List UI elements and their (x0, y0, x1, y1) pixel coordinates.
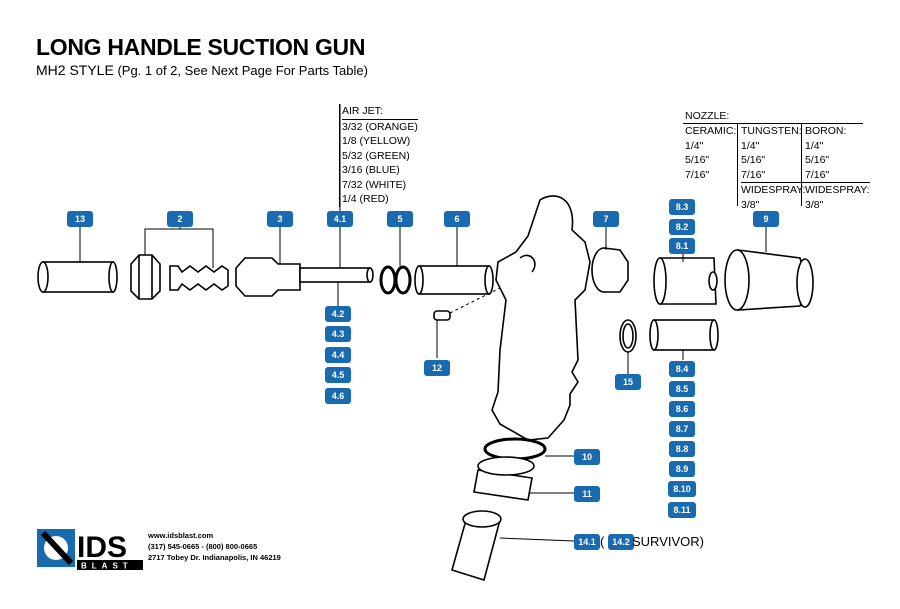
part-6-sleeve (414, 265, 494, 295)
callout-4-1[interactable]: 4.1 (327, 211, 353, 227)
callout-8-10[interactable]: 8.10 (668, 481, 696, 497)
callout-8-3[interactable]: 8.3 (669, 199, 695, 215)
air-jet-size: 5/32 (GREEN) (342, 149, 410, 162)
nozzle-tungsten-column: TUNGSTEN: 1/4" 5/16" 7/16" WIDESPRAY: 3/… (741, 124, 806, 212)
callout-4-6[interactable]: 4.6 (325, 388, 351, 404)
subtitle-style: MH2 STYLE (36, 62, 114, 78)
air-jet-size: 1/4 (RED) (342, 193, 389, 205)
callout-9[interactable]: 9 (753, 211, 779, 227)
callout-3[interactable]: 3 (267, 211, 293, 227)
nozzle-table-rule (683, 123, 863, 124)
contact-web[interactable]: www.idsblast.com (148, 531, 214, 540)
contact-address: 2717 Tobey Dr. Indianapolis, IN 46219 (148, 553, 281, 562)
contact-phone: (317) 545-0665 - (800) 800-0665 (148, 542, 258, 551)
part-15-ring (619, 319, 637, 353)
nozzle-boron-column: BORON: 1/4" 5/16" 7/16" WIDESPRAY: 3/8" (805, 124, 870, 212)
part-12-pin (433, 310, 451, 321)
part-11-cap (473, 456, 535, 501)
ceramic-header: CERAMIC: (685, 125, 737, 137)
callout-8-6[interactable]: 8.6 (669, 401, 695, 417)
part-14-tube (451, 510, 502, 582)
nozzle-col-divider (801, 124, 802, 206)
nozzle-col-divider (737, 124, 738, 206)
callout-15[interactable]: 15 (615, 374, 641, 390)
callout-4-4[interactable]: 4.4 (325, 347, 351, 363)
part-4-1-air-jet (299, 267, 374, 283)
page-title: LONG HANDLE SUCTION GUN (36, 34, 366, 60)
logo-blast-text: BLAST (81, 562, 133, 571)
callout-8-4[interactable]: 8.4 (669, 361, 695, 377)
leader-lines (79, 104, 767, 542)
callout-11[interactable]: 11 (574, 486, 600, 502)
logo-ids-text: IDS (77, 531, 127, 564)
air-jet-size: 7/32 (WHITE) (342, 178, 407, 191)
air-jet-size: 1/8 (YELLOW) (342, 135, 411, 147)
air-jet-list: AIR JET: 3/32 (ORANGE) 1/8 (YELLOW) 5/32… (339, 104, 418, 207)
ceramic-size: 1/4" (685, 139, 704, 152)
ceramic-size: 5/16" (685, 154, 710, 166)
tungsten-header: TUNGSTEN: (741, 125, 802, 137)
air-jet-size: 3/32 (ORANGE) (342, 120, 418, 133)
boron-widespray-header: WIDESPRAY: (805, 182, 870, 196)
callout-8-8[interactable]: 8.8 (669, 441, 695, 457)
tungsten-size: 7/16" (741, 168, 766, 181)
tungsten-widespray: 3/8" (741, 198, 760, 211)
nozzle-header: NOZZLE: (685, 110, 730, 122)
ids-blast-logo: IDS BLAST (37, 527, 145, 578)
nozzle-ceramic-column: CERAMIC: 1/4" 5/16" 7/16" (685, 124, 736, 182)
gun-handle (491, 195, 591, 441)
callout-2[interactable]: 2 (167, 211, 193, 227)
boron-size: 5/16" (805, 154, 830, 166)
part-8-1-nozzle-holder (653, 257, 718, 305)
boron-header: BORON: (805, 125, 847, 137)
air-jet-size: 3/16 (BLUE) (342, 164, 400, 176)
part-3-body (235, 257, 301, 297)
page-subtitle: MH2 STYLE (Pg. 1 of 2, See Next Page For… (36, 62, 368, 78)
callout-8-1[interactable]: 8.1 (669, 238, 695, 254)
boron-widespray: 3/8" (805, 198, 824, 211)
callout-8-5[interactable]: 8.5 (669, 381, 695, 397)
callout-5[interactable]: 5 (387, 211, 413, 227)
logo-graphic: IDS BLAST (37, 529, 143, 571)
callout-4-5[interactable]: 4.5 (325, 367, 351, 383)
part-13-tube (37, 261, 118, 293)
part-2-fitting (130, 254, 229, 300)
callout-8-2[interactable]: 8.2 (669, 219, 695, 235)
part-10-gasket (483, 437, 547, 461)
tungsten-size: 5/16" (741, 154, 766, 166)
part-5-o-rings (379, 265, 412, 295)
callout-4-2[interactable]: 4.2 (325, 306, 351, 322)
part-9-cone-nozzle (724, 249, 814, 311)
ceramic-size: 7/16" (685, 168, 710, 181)
callout-14-1[interactable]: 14.1 (574, 534, 600, 550)
callout-13[interactable]: 13 (67, 211, 93, 227)
survivor-open-paren: ( (600, 534, 605, 549)
part-7-collar (591, 247, 629, 293)
callout-8-9[interactable]: 8.9 (669, 461, 695, 477)
part-8-4-nozzle (649, 319, 719, 351)
callout-6[interactable]: 6 (444, 211, 470, 227)
callout-10[interactable]: 10 (574, 449, 600, 465)
callout-8-7[interactable]: 8.7 (669, 421, 695, 437)
air-jet-header: AIR JET: (342, 104, 418, 120)
callout-14-2[interactable]: 14.2 (608, 534, 634, 550)
callout-12[interactable]: 12 (424, 360, 450, 376)
tungsten-widespray-header: WIDESPRAY: (741, 182, 806, 196)
callout-4-3[interactable]: 4.3 (325, 326, 351, 342)
subtitle-note: (Pg. 1 of 2, See Next Page For Parts Tab… (117, 63, 368, 78)
tungsten-size: 1/4" (741, 139, 760, 152)
boron-size: 7/16" (805, 168, 830, 181)
callout-7[interactable]: 7 (593, 211, 619, 227)
contact-info: www.idsblast.com (317) 545-0665 - (800) … (148, 530, 281, 563)
boron-size: 1/4" (805, 139, 824, 152)
callout-8-11[interactable]: 8.11 (668, 502, 696, 518)
survivor-label: SURVIVOR) (632, 534, 704, 549)
